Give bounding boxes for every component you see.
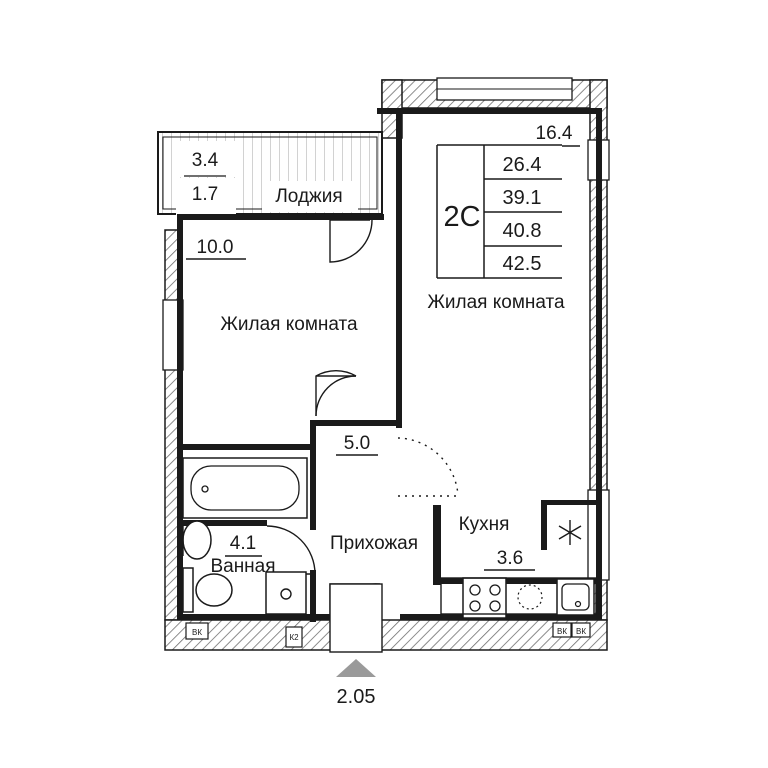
shaft-label-vk-left: ВК	[192, 628, 202, 637]
door-swings	[266, 219, 459, 653]
shaft-label-k2: К2	[289, 633, 299, 642]
total-area-4: 42.5	[503, 253, 542, 275]
shafts	[185, 622, 591, 648]
sink-bathroom	[182, 520, 212, 560]
kitchen-name: Кухня	[459, 514, 510, 535]
living-left-name: Жилая комната	[220, 314, 358, 335]
living-right-name: Жилая комната	[427, 292, 565, 313]
kitchen-area: 3.6	[497, 548, 523, 569]
washing-machine	[265, 571, 307, 615]
bathtub	[182, 457, 308, 519]
shaft-labels: ВК К2 ВК ВК	[192, 627, 586, 642]
loggia-area-top: 3.4	[192, 150, 219, 171]
plan-type-label: 2С	[443, 201, 480, 233]
loggia-name: Лоджия	[275, 186, 342, 207]
loggia-area-bottom: 1.7	[192, 184, 218, 205]
kitchen-sink	[556, 578, 595, 616]
shaft-label-vk-right-a: ВК	[557, 627, 567, 636]
living-left-area: 10.0	[197, 237, 234, 258]
entrance-marker	[336, 659, 376, 677]
toilet	[182, 567, 233, 613]
living-right-area: 16.4	[536, 123, 573, 144]
walls	[177, 108, 602, 622]
total-area-2: 39.1	[503, 187, 542, 209]
ventilation-icon	[558, 520, 582, 545]
kitchen-counter	[440, 577, 597, 615]
summary-table: 2С 26.4 39.1 40.8 42.5	[436, 144, 562, 279]
bathroom-name: Ванная	[210, 556, 275, 577]
shaft-label-vk-right-b: ВК	[576, 627, 586, 636]
hallway-area: 5.0	[344, 433, 370, 454]
loggia	[157, 131, 383, 218]
bathroom-area: 4.1	[230, 533, 256, 554]
room-labels: 3.4 1.7 Лоджия 10.0 Жилая комната 16.4 Ж…	[184, 123, 573, 577]
hallway-name: Прихожая	[330, 533, 418, 554]
total-area-3: 40.8	[503, 220, 542, 242]
stove	[462, 577, 507, 619]
ceiling-height: 2.05	[337, 686, 376, 708]
total-area-1: 26.4	[503, 154, 542, 176]
